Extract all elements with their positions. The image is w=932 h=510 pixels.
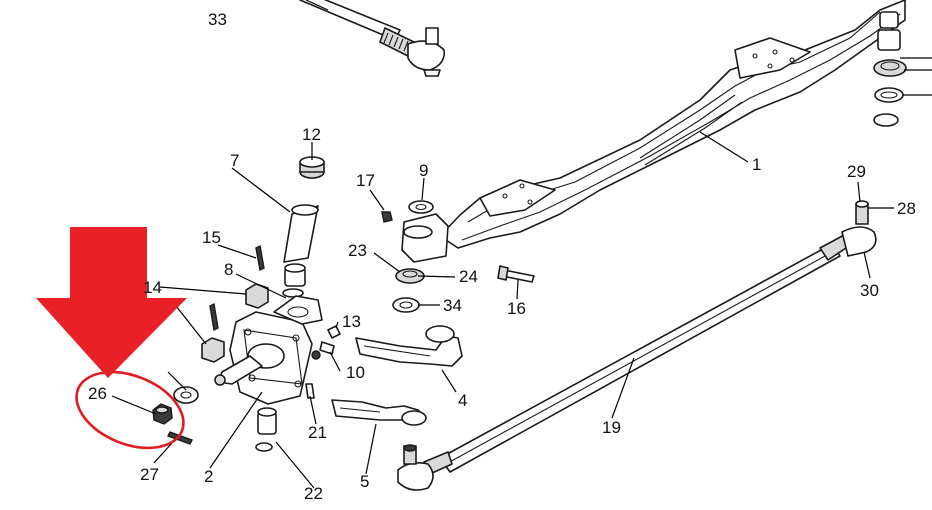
callout-30: 30 bbox=[860, 281, 879, 300]
callout-34: 34 bbox=[443, 296, 462, 315]
part-26-castle-nut bbox=[152, 403, 173, 425]
callout-labels: 33 1 12 7 17 9 15 23 24 8 14 34 16 13 10… bbox=[88, 10, 916, 503]
callout-19: 19 bbox=[602, 418, 621, 437]
callout-1: 1 bbox=[752, 155, 761, 174]
callout-7: 7 bbox=[230, 151, 239, 170]
part-27-split-pin bbox=[167, 431, 193, 445]
part-9-washer bbox=[408, 200, 434, 214]
callout-8: 8 bbox=[224, 260, 233, 279]
red-down-arrow-icon bbox=[36, 227, 187, 378]
callout-28: 28 bbox=[897, 199, 916, 218]
callout-16: 16 bbox=[507, 299, 526, 318]
callout-12: 12 bbox=[302, 125, 321, 144]
parts-upper-right bbox=[873, 11, 932, 127]
highlight-ring bbox=[75, 370, 185, 450]
callout-5: 5 bbox=[360, 472, 369, 491]
callout-27: 27 bbox=[140, 465, 159, 484]
part-16-bolt bbox=[497, 265, 535, 283]
callout-9: 9 bbox=[419, 161, 428, 180]
part-33-tie-rod-end bbox=[299, 0, 446, 77]
callout-4-upper: 4 bbox=[458, 391, 467, 410]
part-7-kingpin bbox=[283, 204, 319, 263]
part-5-track-arm bbox=[331, 399, 427, 426]
callout-21: 21 bbox=[308, 423, 327, 442]
part-13-bolt bbox=[327, 325, 341, 339]
leader-lines bbox=[111, 0, 894, 489]
callout-26: 26 bbox=[88, 384, 107, 403]
part-12-cap bbox=[299, 156, 325, 179]
part-8-bushing bbox=[282, 263, 306, 298]
callout-13: 13 bbox=[342, 312, 361, 331]
part-22-bushing bbox=[255, 407, 277, 452]
callout-2: 2 bbox=[204, 467, 213, 486]
part-17-grease-nipple bbox=[381, 211, 393, 223]
callout-23: 23 bbox=[348, 241, 367, 260]
part-34-shim bbox=[392, 297, 420, 313]
part-2-steering-knuckle bbox=[214, 295, 323, 405]
part-19-tie-rod bbox=[397, 200, 877, 491]
part-10-bolt bbox=[311, 341, 335, 360]
callout-17: 17 bbox=[356, 171, 375, 190]
part-14-nuts bbox=[201, 283, 269, 363]
washer-near-26 bbox=[173, 386, 199, 404]
callout-14: 14 bbox=[143, 278, 162, 297]
callout-29: 29 bbox=[847, 162, 866, 181]
part-1-axle-beam bbox=[401, 0, 906, 263]
part-21-pin bbox=[305, 383, 315, 399]
part-4-steering-arm bbox=[355, 325, 463, 367]
part-15-bolt bbox=[209, 244, 265, 332]
callout-15: 15 bbox=[202, 228, 221, 247]
callout-10: 10 bbox=[346, 363, 365, 382]
callout-22: 22 bbox=[304, 484, 323, 503]
callout-33: 33 bbox=[208, 10, 227, 29]
callout-24: 24 bbox=[459, 267, 478, 286]
